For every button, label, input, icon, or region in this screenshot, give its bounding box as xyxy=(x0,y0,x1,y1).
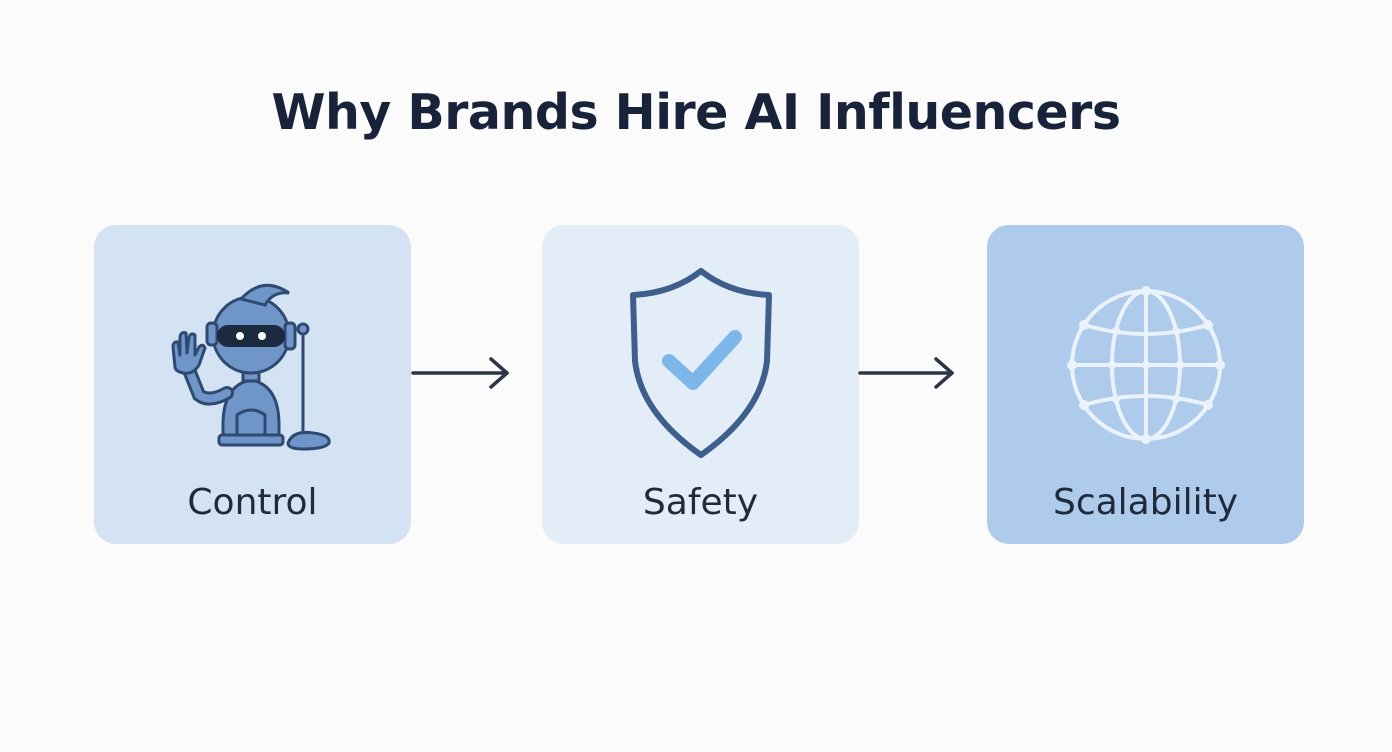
card-label-scalability: Scalability xyxy=(1052,482,1239,523)
card-safety: Safety xyxy=(542,225,859,544)
card-label-control: Control xyxy=(187,482,318,523)
arrow-right-icon xyxy=(858,357,954,389)
card-control: Control xyxy=(94,225,411,544)
card-scalability: Scalability xyxy=(987,225,1304,544)
shield-check-icon xyxy=(629,268,772,458)
card-label-safety: Safety xyxy=(642,482,759,523)
diagram-title: Why Brands Hire AI Influencers xyxy=(271,84,1121,141)
arrow-right-icon xyxy=(411,357,509,389)
robot-icon xyxy=(171,283,331,451)
globe-icon xyxy=(1066,286,1225,444)
